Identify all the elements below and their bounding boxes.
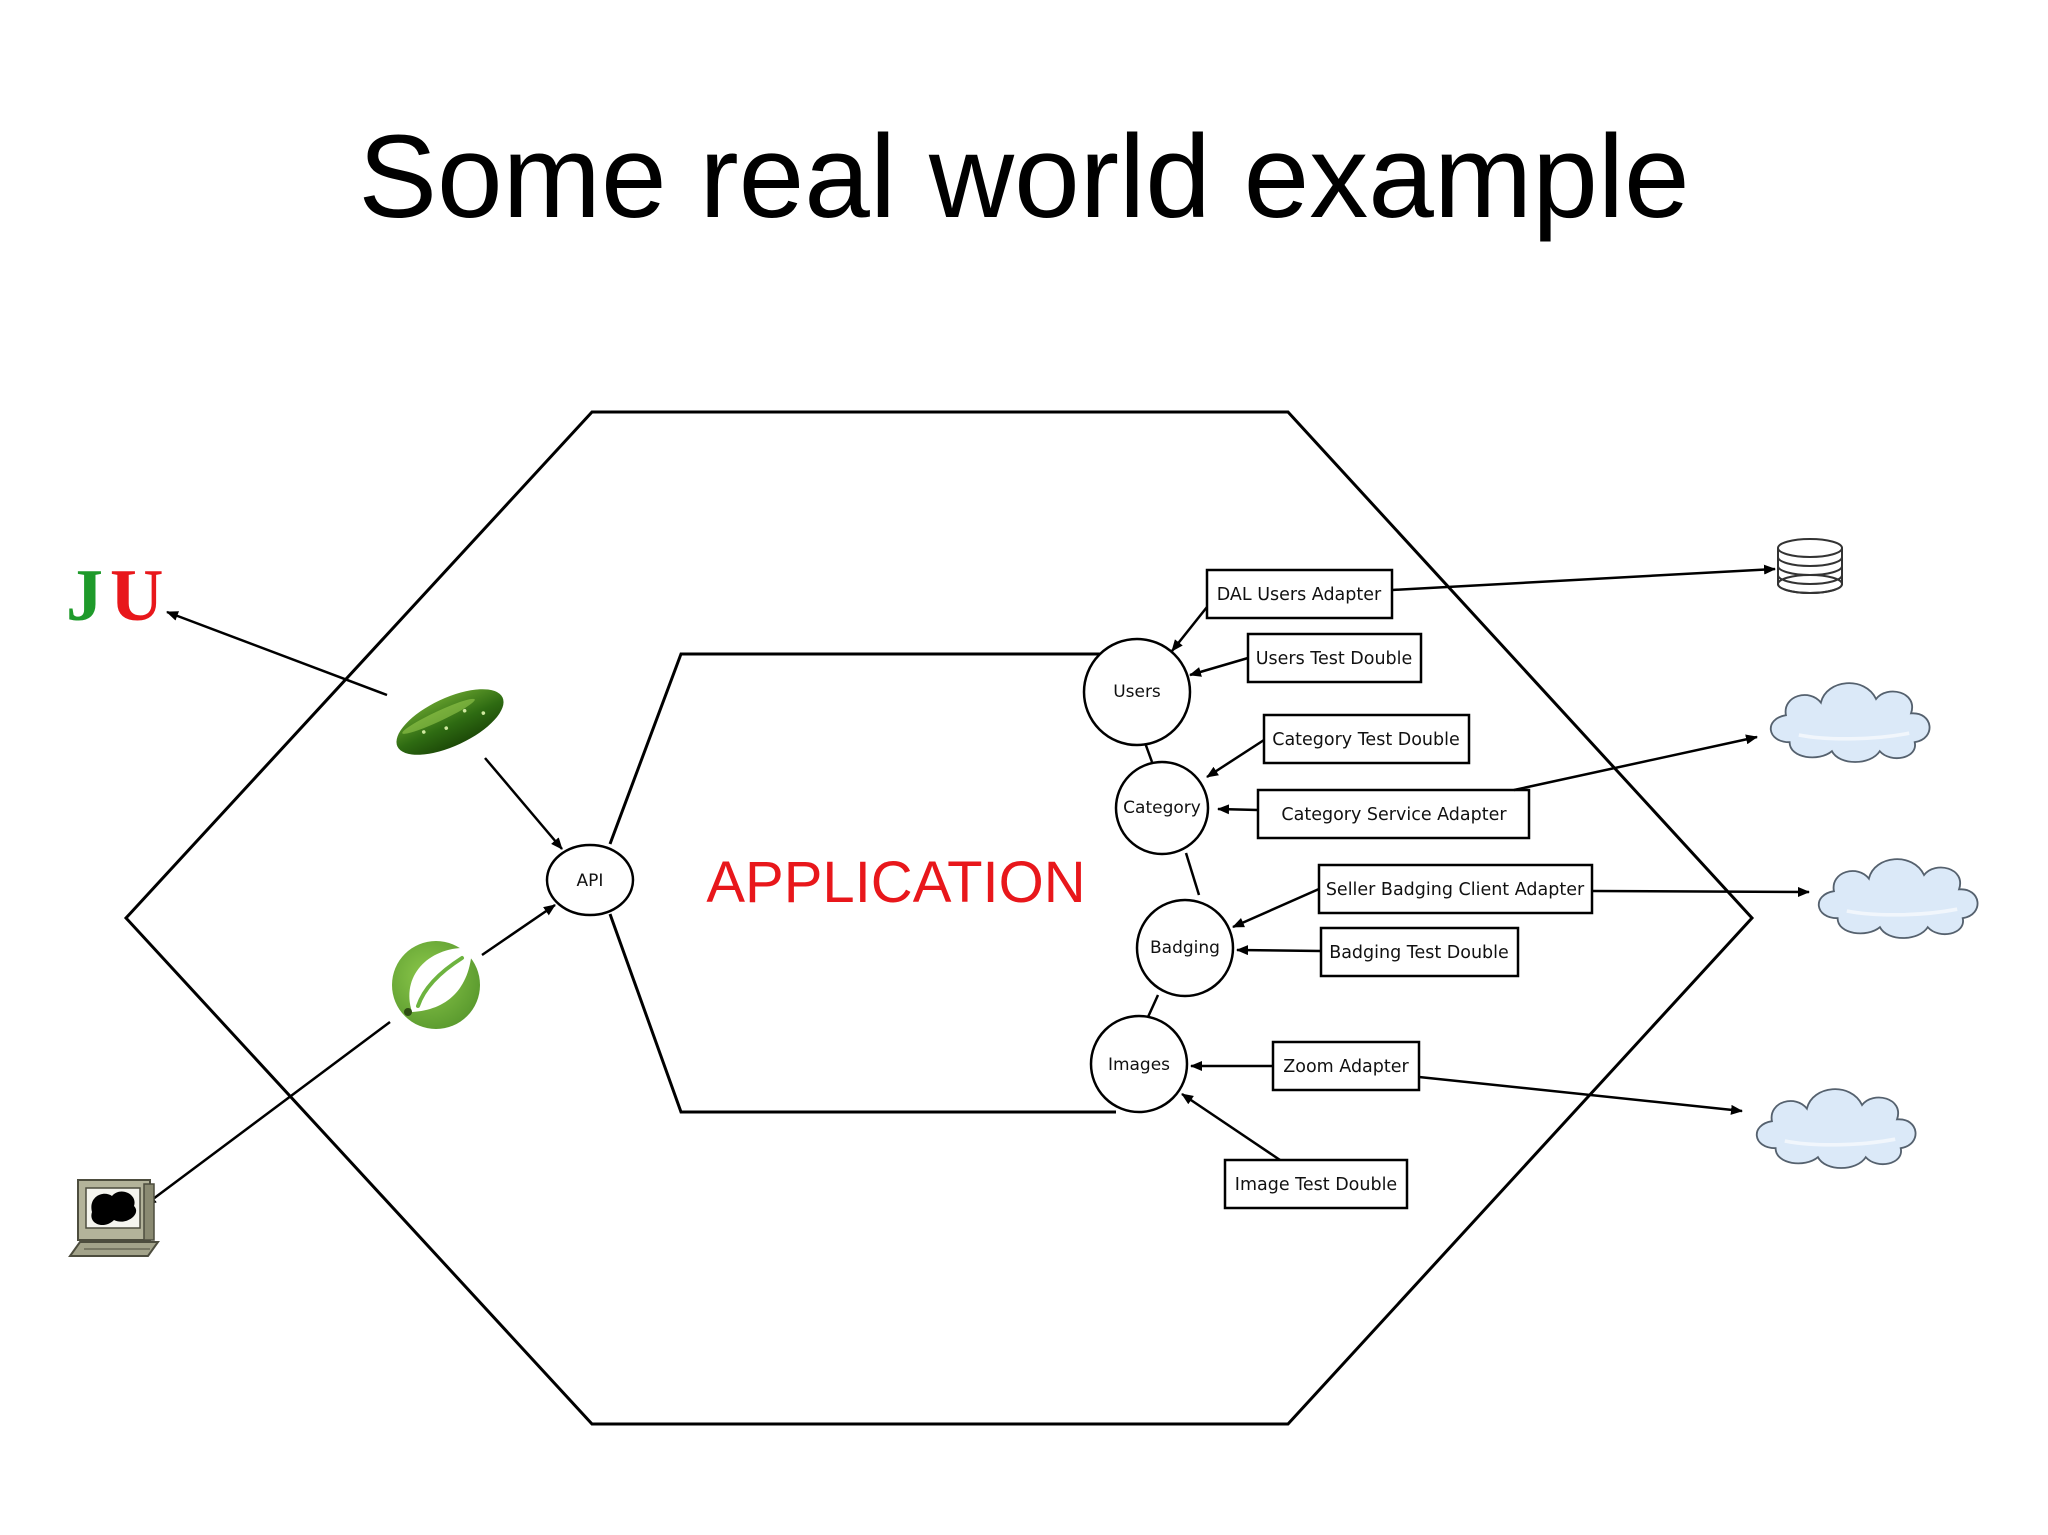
arrow-imagetd-to-images [1181, 1092, 1281, 1162]
adapter-users-test-double-label: Users Test Double [1256, 649, 1413, 669]
adapter-seller-badging-label: Seller Badging Client Adapter [1326, 880, 1585, 900]
arrow-dal-to-database [1391, 564, 1776, 592]
cucumber-icon [396, 689, 504, 755]
arrow-seller-to-cloud [1591, 886, 1810, 897]
adapter-zoom-label: Zoom Adapter [1283, 1057, 1409, 1077]
cloud-icon [1754, 1087, 1918, 1170]
adapter-seller-badging: Seller Badging Client Adapter [1317, 863, 1594, 915]
arrow-seller-to-badging [1232, 887, 1320, 929]
port-images: Images [1089, 1014, 1189, 1114]
port-api-label: API [577, 871, 604, 891]
port-users: Users [1082, 637, 1192, 747]
cloud-icon [1816, 857, 1980, 940]
outer-hexagon [123, 410, 1755, 1426]
port-category: Category [1114, 760, 1210, 856]
adapter-category-service-label: Category Service Adapter [1281, 805, 1507, 825]
port-badging: Badging [1135, 898, 1235, 998]
port-api: API [545, 843, 635, 917]
junit-j-letter: J [66, 555, 103, 637]
port-images-label: Images [1108, 1055, 1170, 1075]
junit-logo-icon: J U [66, 555, 163, 637]
application-core-shape [608, 652, 1116, 1114]
arrow-zoom-to-cloud [1418, 1075, 1743, 1115]
adapter-category-service: Category Service Adapter [1256, 788, 1531, 840]
arrow-cucumber-to-api [484, 757, 563, 850]
arrow-spring-to-api [481, 903, 556, 957]
port-badging-label: Badging [1150, 938, 1220, 958]
slide-title: Some real world example [358, 111, 1690, 243]
arrow-dal-to-users [1171, 606, 1208, 652]
arrow-cattd-to-category [1206, 738, 1265, 779]
adapter-badging-test-double-label: Badging Test Double [1329, 943, 1509, 963]
adapter-image-test-double-label: Image Test Double [1235, 1175, 1397, 1195]
adapter-badging-test-double: Badging Test Double [1319, 926, 1520, 978]
cloud-icon [1768, 681, 1932, 764]
adapter-image-test-double: Image Test Double [1223, 1158, 1409, 1210]
computer-terminal-icon [68, 1179, 160, 1257]
adapter-dal-users: DAL Users Adapter [1205, 568, 1394, 620]
port-category-label: Category [1123, 798, 1201, 818]
arrow-catsvc-to-cloud [1513, 734, 1758, 792]
adapter-category-test-double: Category Test Double [1262, 713, 1471, 765]
arrow-catsvc-to-category [1217, 804, 1259, 815]
adapter-zoom: Zoom Adapter [1271, 1040, 1421, 1092]
arrow-cucumber-to-junit [166, 610, 388, 697]
database-icon [1777, 538, 1843, 594]
junit-u-letter: U [110, 555, 163, 637]
application-label: APPLICATION [706, 850, 1085, 915]
adapter-users-test-double: Users Test Double [1246, 632, 1423, 684]
adapter-category-test-double-label: Category Test Double [1272, 730, 1460, 750]
adapter-dal-users-label: DAL Users Adapter [1217, 585, 1382, 605]
arrows [144, 564, 1810, 1207]
arrow-spring-to-terminal [144, 1020, 391, 1207]
port-users-label: Users [1113, 682, 1161, 702]
arrow-userstd-to-users [1189, 656, 1249, 677]
arrow-badgingtd-to-badging [1236, 945, 1322, 956]
spring-leaf-icon [392, 941, 480, 1029]
